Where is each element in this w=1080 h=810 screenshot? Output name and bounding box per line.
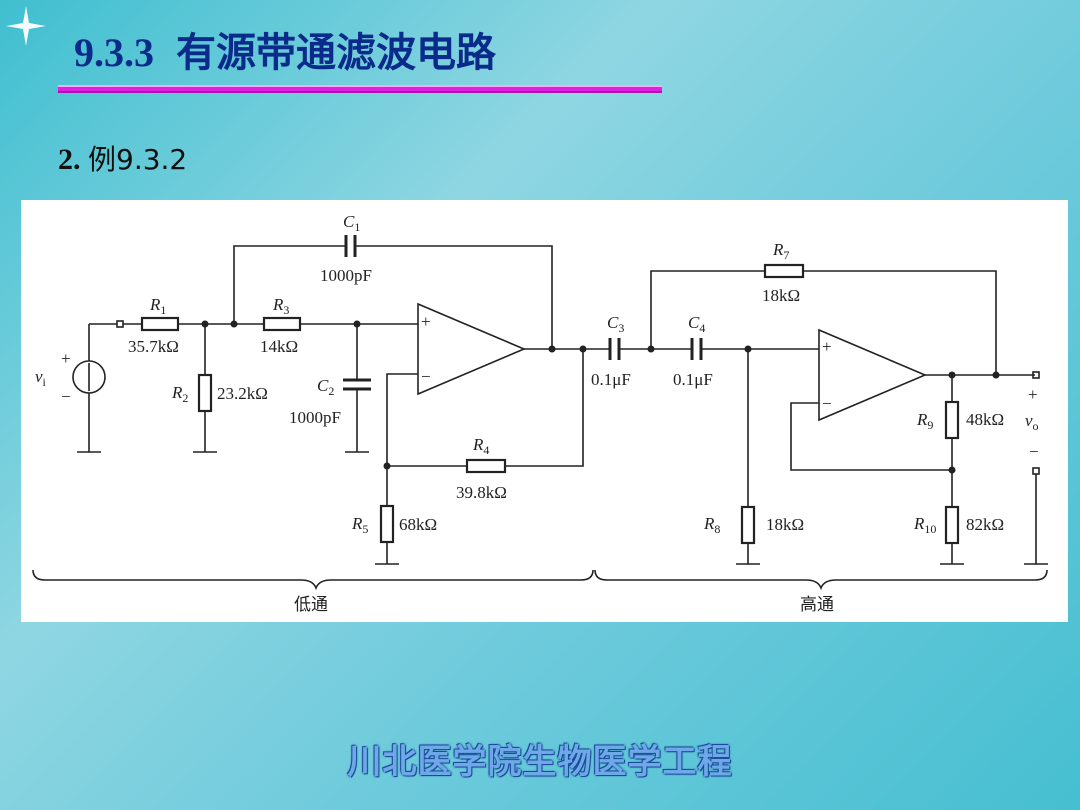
resistor-r7: R7 18kΩ — [650, 240, 997, 374]
capacitor-c1: C1 1000pF — [233, 212, 553, 349]
c3-name: C3 — [607, 313, 624, 335]
opamp1-plus: + — [421, 312, 431, 331]
circuit-svg: + − vi R1 35.7kΩ R2 23.2kΩ C1 1000pF R3 … — [32, 212, 1048, 615]
source-minus: − — [61, 387, 71, 406]
footer-brand: 川北医学院生物医学工程 — [347, 742, 733, 782]
r3-name: R3 — [272, 295, 289, 317]
resistor-r2: R2 23.2kΩ — [171, 324, 268, 453]
resistor-r8: R8 18kΩ — [703, 349, 804, 565]
r7-value: 18kΩ — [762, 286, 800, 305]
c4-name: C4 — [688, 313, 705, 335]
section-brace-high: 高通 — [594, 569, 1048, 615]
output-label: vo — [1025, 411, 1039, 433]
example-heading: 2. 例9.3.2 — [58, 138, 187, 178]
title-underline — [58, 85, 662, 93]
c3-value: 0.1μF — [591, 370, 631, 389]
r9-name: R9 — [916, 410, 933, 432]
example-label: 例9.3.2 — [88, 143, 188, 176]
resistor-r4: R4 39.8kΩ — [387, 349, 584, 502]
c2-value: 1000pF — [289, 408, 341, 427]
resistor-r9: R9 48kΩ — [916, 375, 1004, 507]
r1-name: R1 — [149, 295, 166, 317]
output-plus: + — [1028, 385, 1038, 404]
r4-name: R4 — [472, 435, 489, 457]
c2-name: C2 — [317, 376, 334, 398]
r8-value: 18kΩ — [766, 515, 804, 534]
opamp2-plus: + — [822, 337, 832, 356]
section-high-label: 高通 — [800, 595, 834, 615]
r5-value: 68kΩ — [399, 515, 437, 534]
c4-value: 0.1μF — [673, 370, 713, 389]
output-vo: + vo − — [1024, 385, 1048, 565]
capacitor-c2: C2 1000pF — [289, 324, 371, 453]
r5-name: R5 — [351, 514, 368, 536]
source-plus: + — [61, 349, 71, 368]
r10-name: R10 — [913, 514, 936, 536]
resistor-r10: R10 82kΩ — [913, 505, 1004, 565]
opamp-2: + − — [818, 328, 928, 422]
capacitor-c3: C3 0.1μF — [591, 313, 631, 389]
section-title: 有源带通滤波电路 — [176, 30, 496, 76]
r2-value: 23.2kΩ — [217, 384, 268, 403]
opamp2-minus: − — [822, 394, 832, 413]
source-vi: + − vi — [35, 324, 106, 453]
opamp1-minus: − — [421, 367, 431, 386]
sparkle-icon — [6, 6, 46, 46]
output-minus: − — [1029, 442, 1039, 461]
c1-value: 1000pF — [320, 266, 372, 285]
r7-name: R7 — [772, 240, 789, 262]
r9-value: 48kΩ — [966, 410, 1004, 429]
r4-value: 39.8kΩ — [456, 483, 507, 502]
c1-name: C1 — [343, 212, 360, 234]
resistor-r3: R3 14kΩ — [260, 295, 302, 356]
example-number: 2. — [58, 143, 81, 176]
resistor-r5: R5 68kΩ — [351, 466, 437, 565]
source-label: vi — [35, 367, 47, 389]
r3-value: 14kΩ — [260, 337, 298, 356]
slide-title: 9.3.3 有源带通滤波电路 — [74, 20, 496, 78]
section-number: 9.3.3 — [74, 30, 154, 75]
opamp-1: + − — [417, 302, 527, 396]
r8-name: R8 — [703, 514, 720, 536]
r1-value: 35.7kΩ — [128, 337, 179, 356]
circuit-diagram: + − vi R1 35.7kΩ R2 23.2kΩ C1 1000pF R3 … — [21, 200, 1068, 622]
section-brace-low: 低通 — [32, 569, 594, 615]
r10-value: 82kΩ — [966, 515, 1004, 534]
capacitor-c4: C4 0.1μF — [673, 313, 713, 389]
resistor-r1: R1 35.7kΩ — [128, 295, 180, 356]
section-low-label: 低通 — [294, 595, 328, 615]
r2-name: R2 — [171, 383, 188, 405]
